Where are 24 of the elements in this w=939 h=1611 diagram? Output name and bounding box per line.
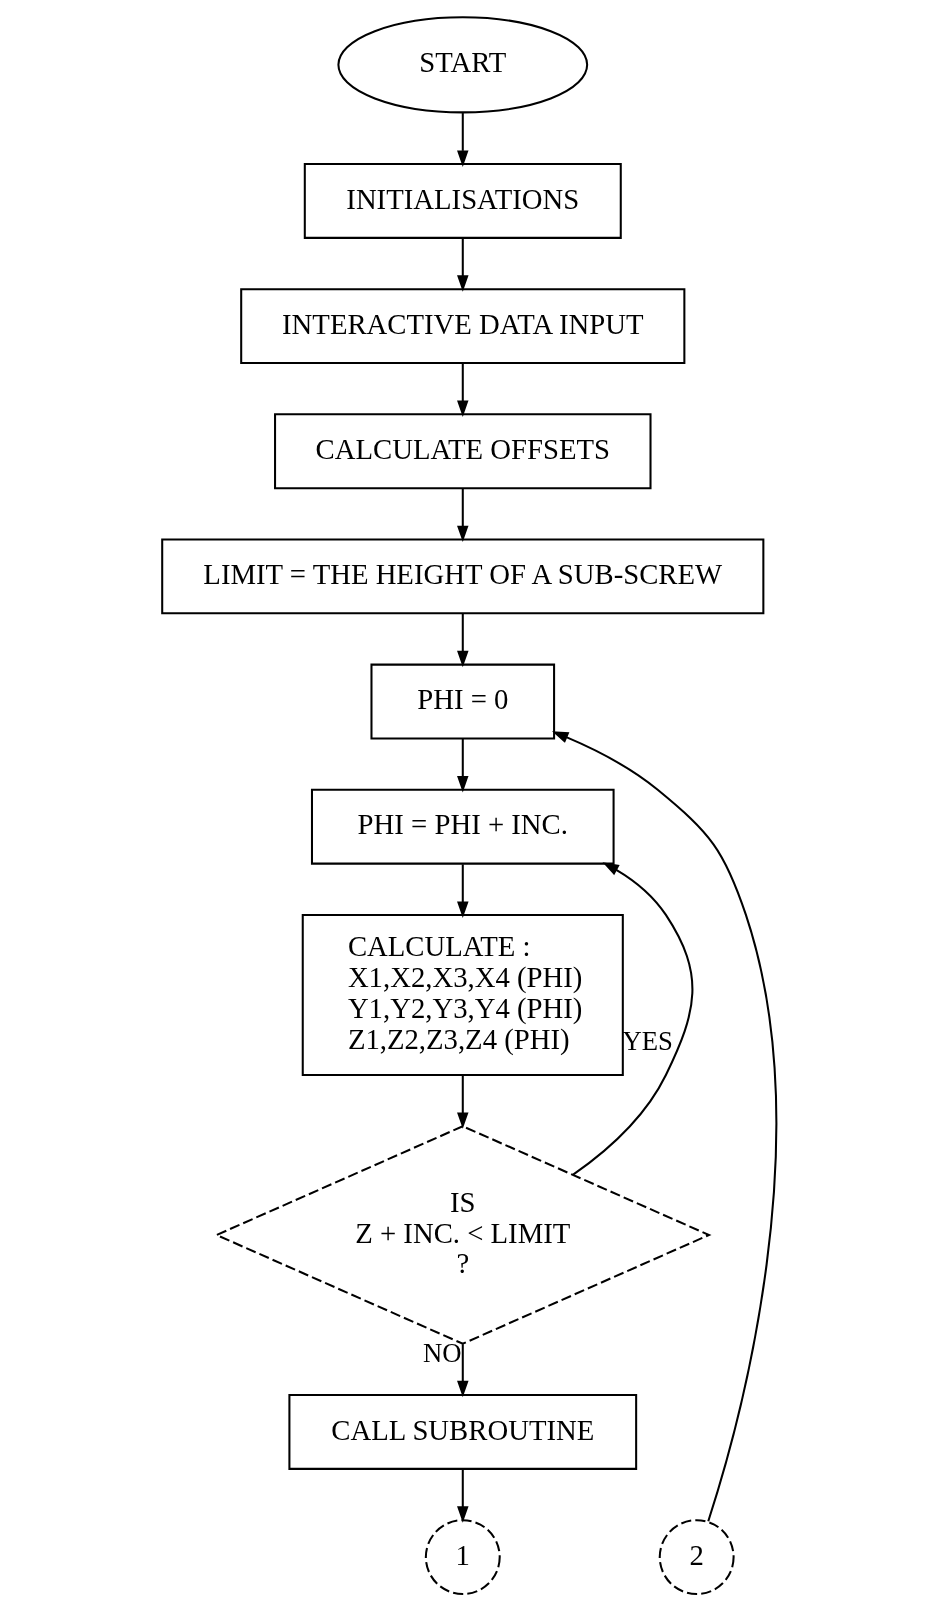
node-diamond: IS Z + INC. < LIMIT ? [214,1125,712,1345]
arrow [457,613,469,668]
node-box: PHI = 0 [370,663,556,740]
node-circle: 2 [658,1519,735,1596]
arrow [457,488,469,543]
node-box: INTERACTIVE DATA INPUT [240,288,686,365]
arrow [457,738,469,793]
arrow [457,1075,469,1129]
node-box: CALCULATE OFFSETS [274,413,652,490]
node-ellipse: START [337,16,589,114]
arrow [457,363,469,417]
arrow [572,862,694,1176]
arrow [457,1469,469,1523]
node-box: CALCULATE : X1,X2,X3,X4 (PHI) Y1,Y2,Y3,Y4 (PHI) Z1,Z2,Z3,Z4 (PHI) [301,913,624,1076]
node-circle: 1 [424,1519,501,1596]
arrow [457,1344,469,1398]
arrow [457,113,469,167]
node-box: CALL SUBROUTINE [288,1394,638,1470]
arrow [457,238,469,292]
node-box: INITIALISATIONS [303,163,622,239]
node-box: PHI = PHI + INC. [310,788,615,865]
arrow [457,864,469,918]
node-box: LIMIT = THE HEIGHT OF A SUB-SCREW [161,538,765,615]
arrow [552,731,777,1522]
